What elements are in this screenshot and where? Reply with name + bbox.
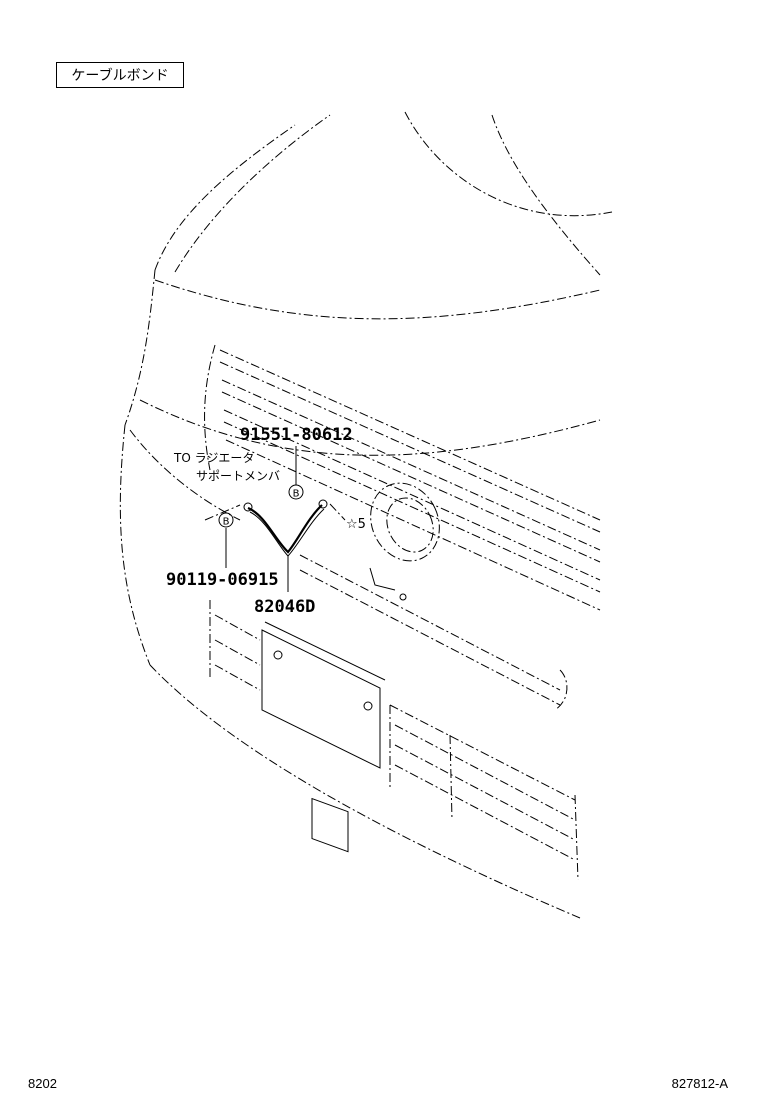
part-number-upper: 91551-80612 (240, 425, 353, 445)
note-line-1: TO ラジエータ (173, 451, 254, 465)
lower-grille (209, 600, 579, 881)
marker-b-left-label: B (223, 517, 230, 528)
footer-left-code: 8202 (28, 1076, 57, 1091)
license-plate-mount (261, 621, 386, 853)
part-number-main: 82046D (254, 597, 315, 617)
vehicle-body-outline (119, 111, 613, 919)
star-reference: ☆5 (346, 517, 366, 532)
emblem (369, 482, 440, 601)
marker-b-right: B (288, 484, 304, 500)
leader-lines (225, 446, 297, 592)
footer-right-code: 827812-A (672, 1076, 729, 1091)
marker-b-right-label: B (293, 489, 300, 500)
note-line-2: サポートメンバ (196, 469, 280, 483)
upper-grille (204, 344, 601, 711)
diagram-title: ケーブルボンド (56, 62, 184, 88)
part-number-lower: 90119-06915 (166, 570, 279, 590)
marker-b-left: B (218, 512, 234, 528)
